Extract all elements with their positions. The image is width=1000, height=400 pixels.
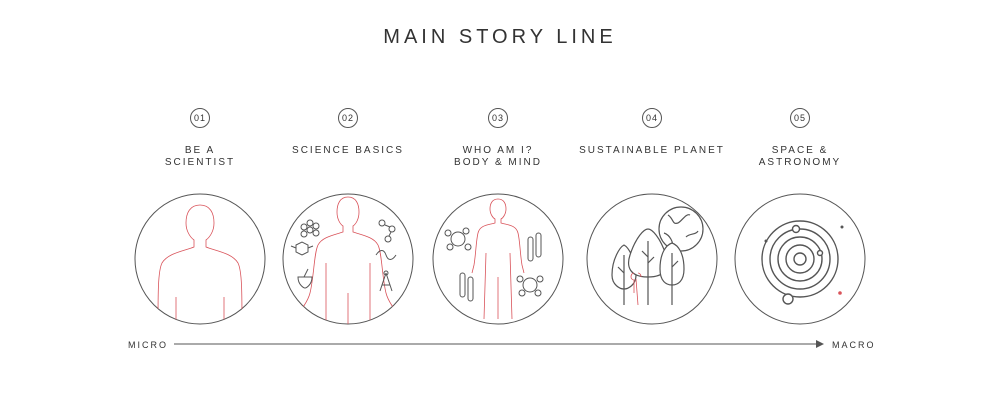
stage-number: 02 <box>338 108 358 128</box>
stage-number: 03 <box>488 108 508 128</box>
stage-label-line: WHO AM I? <box>462 145 534 156</box>
stage-circle <box>432 193 564 325</box>
axis-start-label: MICRO <box>128 340 168 350</box>
stage-circle <box>734 193 866 325</box>
stage-label-line: SCIENTIST <box>164 157 236 168</box>
stage-number: 05 <box>790 108 810 128</box>
solar-system-icon <box>734 193 866 325</box>
page-title: MAIN STORY LINE <box>383 26 617 48</box>
trees-globe-icon <box>586 193 718 325</box>
micro-macro-arrow <box>174 340 824 348</box>
stage-label-line: SPACE & <box>771 145 829 156</box>
stage-label: SCIENCE BASICS <box>268 145 428 157</box>
body-bacteria-icon <box>432 193 564 325</box>
stage-label: SUSTAINABLE PLANET <box>572 145 732 157</box>
stage-number: 04 <box>642 108 662 128</box>
axis-end-label: MACRO <box>832 340 876 350</box>
stage-label-line: BE A <box>184 145 216 156</box>
stage-label-line: BODY & MIND <box>454 157 542 168</box>
human-silhouette-icon <box>134 193 266 325</box>
stage-circle <box>134 193 266 325</box>
science-tools-icon <box>282 193 414 325</box>
stage-circle <box>586 193 718 325</box>
stage-label-line: ASTRONOMY <box>758 157 842 168</box>
stage-label: BE A SCIENTIST <box>120 145 280 169</box>
stage-label: SPACE & ASTRONOMY <box>720 145 880 169</box>
stage-circle <box>282 193 414 325</box>
stage-label-line: SCIENCE BASICS <box>292 145 404 156</box>
stage-label-line: SUSTAINABLE PLANET <box>579 145 725 156</box>
stage-label: WHO AM I? BODY & MIND <box>418 145 578 169</box>
stage-number: 01 <box>190 108 210 128</box>
